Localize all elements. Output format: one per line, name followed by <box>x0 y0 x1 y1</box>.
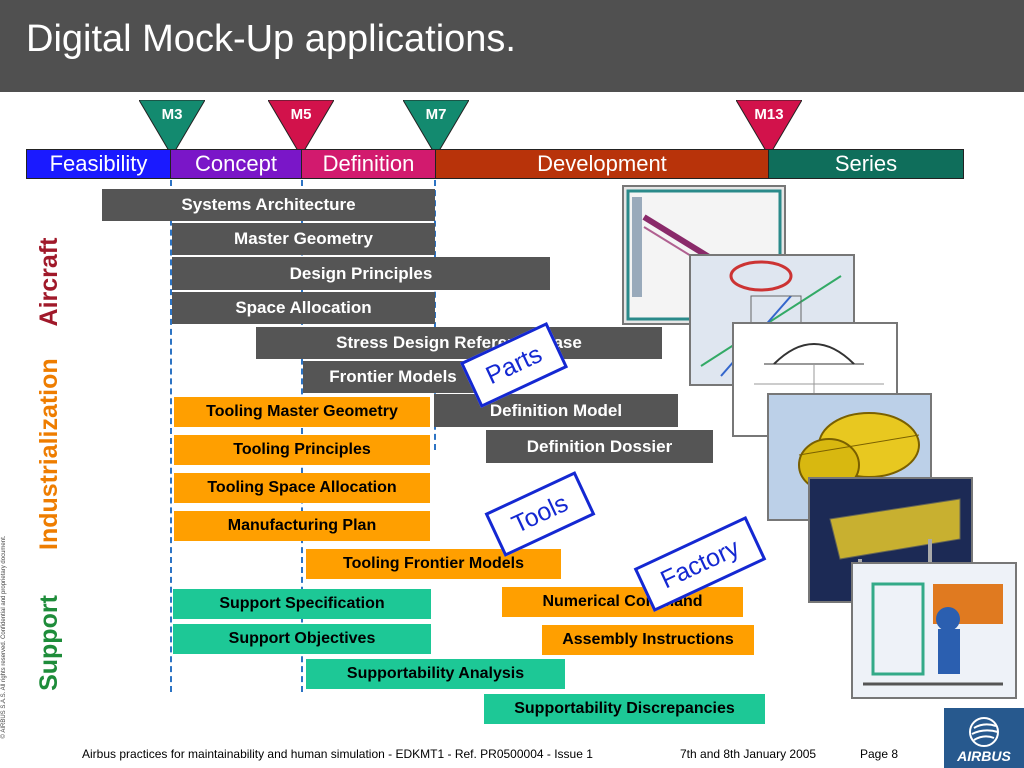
milestone-m13: M13 <box>736 100 802 156</box>
phase-feasibility: Feasibility <box>27 150 171 178</box>
box-master-geometry: Master Geometry <box>172 223 435 255</box>
phase-development: Development <box>436 150 769 178</box>
phase-definition: Definition <box>302 150 436 178</box>
milestone-line-m7 <box>434 180 436 450</box>
box-systems-architecture: Systems Architecture <box>102 189 435 221</box>
box-tooling-principles: Tooling Principles <box>174 435 430 465</box>
box-tooling-master-geometry: Tooling Master Geometry <box>174 397 430 427</box>
box-design-principles: Design Principles <box>172 257 550 290</box>
category-aircraft: Aircraft <box>35 237 63 327</box>
box-assembly-instructions: Assembly Instructions <box>542 625 754 655</box>
box-definition-dossier: Definition Dossier <box>486 430 713 463</box>
phase-series: Series <box>769 150 963 178</box>
phase-bar: Feasibility Concept Definition Developme… <box>26 149 964 179</box>
box-numerical-command: Numerical Command <box>502 587 743 617</box>
box-support-specification: Support Specification <box>173 589 431 619</box>
box-support-objectives: Support Objectives <box>173 624 431 654</box>
slide-title: Digital Mock-Up applications. <box>26 18 516 60</box>
box-supportability-analysis: Supportability Analysis <box>306 659 565 689</box>
box-frontier-models: Frontier Models <box>303 361 483 393</box>
box-stress-design-reference-base: Stress Design Reference Base <box>256 327 662 359</box>
airbus-logo-text: AIRBUS <box>957 748 1011 764</box>
box-definition-model: Definition Model <box>434 394 678 427</box>
box-supportability-discrepancies: Supportability Discrepancies <box>484 694 765 724</box>
footer-text: Airbus practices for maintainability and… <box>82 747 593 761</box>
box-tooling-space-allocation: Tooling Space Allocation <box>174 473 430 503</box>
milestone-m3: M3 <box>139 100 205 156</box>
milestone-m7: M7 <box>403 100 469 156</box>
airbus-logo: AIRBUS <box>944 708 1024 768</box>
cad-image-6 <box>851 562 1017 699</box>
milestone-line-m3 <box>170 180 172 692</box>
footer-page: Page 8 <box>860 747 899 761</box>
phase-concept: Concept <box>171 150 302 178</box>
category-industrialization: Industrialization <box>35 358 63 550</box>
box-tooling-frontier-models: Tooling Frontier Models <box>306 549 561 579</box>
copyright-notice: © AIRBUS S.A.S. All rights reserved. Con… <box>1 535 7 739</box>
box-space-allocation: Space Allocation <box>172 292 435 324</box>
category-support: Support <box>35 595 63 691</box>
title-bar <box>0 0 1024 92</box>
box-manufacturing-plan: Manufacturing Plan <box>174 511 430 541</box>
stamp-tools: Tools <box>484 471 596 557</box>
milestone-m5: M5 <box>268 100 334 156</box>
footer-date: 7th and 8th January 2005 <box>680 747 817 761</box>
